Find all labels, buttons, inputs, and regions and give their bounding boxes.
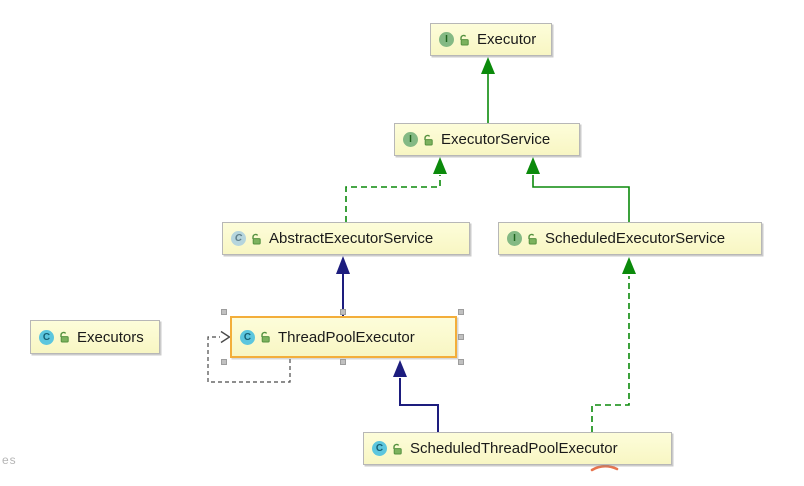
lock-icon: [252, 233, 261, 244]
selection-handle-top-mid[interactable]: [340, 309, 346, 315]
edge-scheduledthreadpoolexecutor-to-scheduledexecutorservice: [591, 257, 636, 432]
selection-handle-bottom-left[interactable]: [221, 359, 227, 365]
lock-icon: [393, 443, 402, 454]
edge-executorservice-to-executor: [481, 57, 495, 123]
selection-handle-top-right[interactable]: [458, 309, 464, 315]
node-label: Executor: [477, 31, 537, 48]
lock-icon: [460, 34, 469, 45]
class-icon: C: [39, 329, 54, 345]
node-label: ScheduledExecutorService: [545, 230, 726, 247]
node-label: ThreadPoolExecutor: [278, 328, 415, 346]
edge-scheduledthreadpoolexecutor-to-threadpoolexecutor: [393, 360, 439, 432]
lock-icon: [60, 331, 69, 343]
edge-threadpoolexecutor-self-dependency: [207, 330, 291, 383]
class-node-scheduledthreadpoolexecutor[interactable]: C ScheduledThreadPoolExecutor: [363, 432, 672, 465]
selection-handle-top-left[interactable]: [221, 309, 227, 315]
abstract-class-icon: C: [231, 231, 246, 246]
interface-icon: I: [507, 231, 522, 246]
node-label: ScheduledThreadPoolExecutor: [410, 440, 618, 457]
selection-handle-right-mid[interactable]: [458, 334, 464, 340]
node-label: ExecutorService: [441, 131, 551, 148]
interface-icon: I: [403, 132, 418, 147]
class-node-scheduledexecutorservice[interactable]: I ScheduledExecutorService: [498, 222, 762, 255]
class-node-executorservice[interactable]: I ExecutorService: [394, 123, 580, 156]
class-node-executors[interactable]: C Executors: [30, 320, 160, 354]
selection-handle-bottom-mid[interactable]: [340, 359, 346, 365]
edge-threadpoolexecutor-to-abstractexecutorservice: [336, 256, 350, 316]
class-node-threadpoolexecutor[interactable]: C ThreadPoolExecutor: [230, 316, 457, 358]
clipped-edge-text: es: [2, 453, 17, 467]
class-icon: C: [372, 441, 387, 456]
edge-abstractexecutorservice-to-executorservice: [345, 157, 447, 222]
interface-icon: I: [439, 32, 454, 47]
lock-icon: [528, 233, 537, 244]
edge-scheduledexecutorservice-to-executorservice: [526, 157, 630, 222]
class-icon: C: [240, 329, 255, 345]
node-label: AbstractExecutorService: [269, 230, 434, 247]
orange-mark: [590, 464, 619, 472]
selection-handle-bottom-right[interactable]: [458, 359, 464, 365]
node-label: Executors: [77, 328, 144, 346]
class-node-abstractexecutorservice[interactable]: C AbstractExecutorService: [222, 222, 470, 255]
lock-icon: [261, 331, 270, 343]
lock-icon: [424, 134, 433, 145]
class-node-executor[interactable]: I Executor: [430, 23, 552, 56]
